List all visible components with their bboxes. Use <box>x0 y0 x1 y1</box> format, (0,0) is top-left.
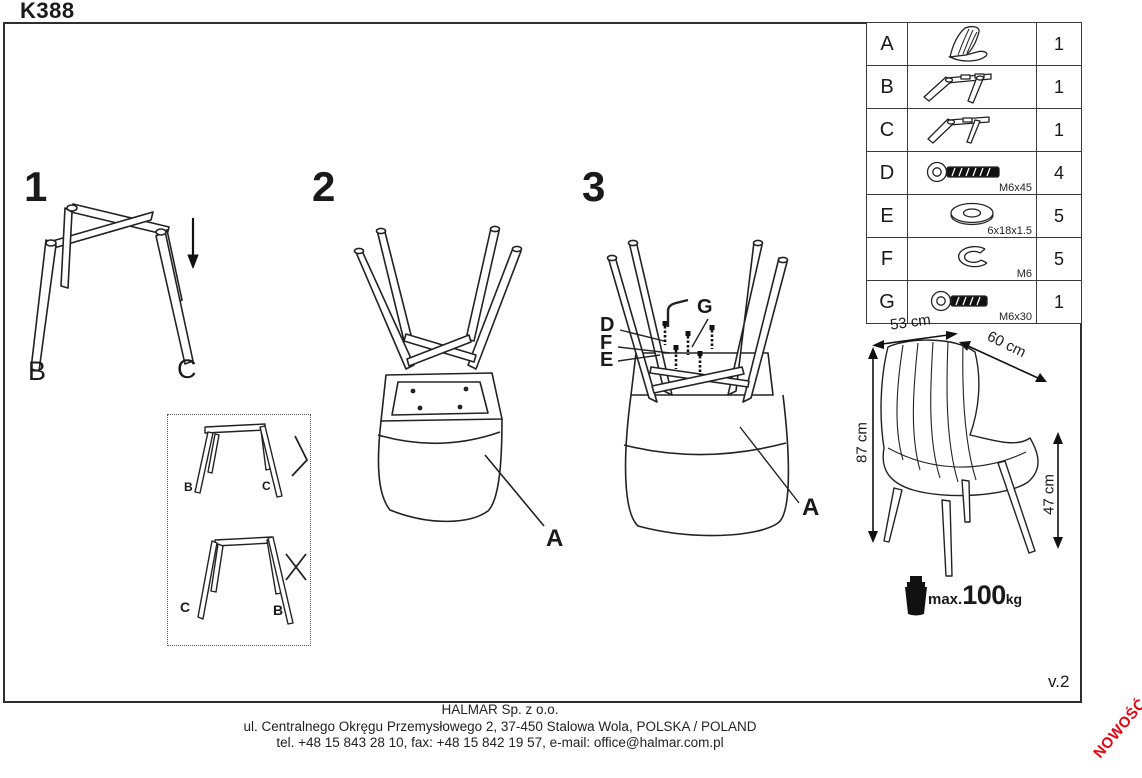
version-label: v.2 <box>1048 672 1070 691</box>
part-id: D <box>866 151 908 195</box>
step-3-part-f-label: F <box>600 332 613 354</box>
chair-shell-icon <box>947 25 988 62</box>
dimension-arrows <box>868 331 1063 549</box>
footer: HALMAR Sp. z o.o. ul. Centralnego Okręgu… <box>0 702 1000 752</box>
table-row-b: B 1 <box>866 65 1082 109</box>
table-row-d: D M6x45 4 <box>866 151 1082 195</box>
table-row-g: G M6x30 1 <box>866 280 1082 324</box>
step-2-number: 2 <box>312 163 336 210</box>
part-a-leader-line <box>485 455 544 526</box>
product-title: K388 <box>20 0 75 23</box>
leader-lines <box>618 319 799 503</box>
bolt-short-icon <box>930 290 988 312</box>
step-2-assembly-drawing <box>330 195 590 545</box>
insert-direction-arrow <box>188 218 198 268</box>
part-qty: 5 <box>1036 194 1082 238</box>
chair-dimensions-drawing <box>868 331 1063 580</box>
part-qty: 1 <box>1036 65 1082 109</box>
part-id: G <box>866 280 908 324</box>
table-row-a: A 1 <box>866 22 1082 66</box>
leg-frame-b-icon <box>923 73 992 104</box>
part-qty: 4 <box>1036 151 1082 195</box>
max-load-prefix: max. <box>928 591 963 608</box>
spring-washer-icon <box>958 246 988 268</box>
footer-contact: tel. +48 15 843 28 10, fax: +48 15 842 1… <box>276 735 724 750</box>
step-3-part-a-label: A <box>802 494 820 521</box>
part-qty: 1 <box>1036 22 1082 66</box>
parts-table: A 1 B <box>866 22 1082 324</box>
allen-key-icon <box>668 300 688 327</box>
table-row-c: C 1 <box>866 108 1082 152</box>
step-2-part-a-label: A <box>546 525 564 552</box>
part-spec: 6x18x1.5 <box>987 225 1032 237</box>
table-row-f: F M6 5 <box>866 237 1082 281</box>
table-row-e: E 6x18x1.5 5 <box>866 194 1082 238</box>
max-load: max. 100 kg <box>928 580 1022 611</box>
part-id: B <box>866 65 908 109</box>
part-id: A <box>866 22 908 66</box>
hint-correct-left-label: B <box>184 480 193 494</box>
footer-address: ul. Centralnego Okręgu Przemysłowego 2, … <box>243 718 757 734</box>
part-id: E <box>866 194 908 238</box>
part-qty: 1 <box>1036 280 1082 324</box>
orientation-hint-box <box>167 414 311 646</box>
step-3-number: 3 <box>582 163 606 210</box>
hint-wrong-left-label: C <box>180 599 191 615</box>
step-3-part-d-label: D <box>600 314 615 336</box>
new-product-badge: NOWOŚĆ <box>1090 695 1142 762</box>
part-id: F <box>866 237 908 281</box>
step-3-part-e-label: E <box>600 349 614 371</box>
orientation-hint-drawing <box>167 414 309 644</box>
bolt-long-icon <box>926 161 1000 183</box>
check-mark-icon <box>292 436 307 476</box>
part-qty: 1 <box>1036 108 1082 152</box>
step-1-part-c-label: C <box>177 354 197 384</box>
step-1-number: 1 <box>24 163 48 210</box>
x-mark-icon <box>286 554 306 580</box>
step-3-part-g-label: G <box>697 296 713 318</box>
dimension-height-label: 87 cm <box>853 422 871 463</box>
step-1-part-b-label: B <box>28 356 47 386</box>
step-1-leg-frame-drawing <box>10 150 260 385</box>
content-border <box>3 22 1082 703</box>
footer-company: HALMAR Sp. z o.o. <box>441 702 559 717</box>
hint-correct-right-label: C <box>262 479 271 493</box>
part-spec: M6 <box>1016 268 1032 280</box>
dimension-seat-height-label: 47 cm <box>1040 474 1058 515</box>
step-3-fastening-drawing <box>580 195 865 555</box>
max-load-unit: kg <box>1005 591 1023 607</box>
bolt-positions <box>665 326 712 375</box>
flat-washer-icon <box>950 202 994 226</box>
part-spec: M6x45 <box>998 182 1032 194</box>
hint-wrong-right-label: B <box>273 602 284 618</box>
part-spec: M6x30 <box>998 311 1032 323</box>
leg-frame-c-icon <box>927 116 990 144</box>
weight-icon <box>905 576 927 616</box>
part-qty: 5 <box>1036 237 1082 281</box>
part-id: C <box>866 108 908 152</box>
max-load-value: 100 <box>962 580 1006 610</box>
